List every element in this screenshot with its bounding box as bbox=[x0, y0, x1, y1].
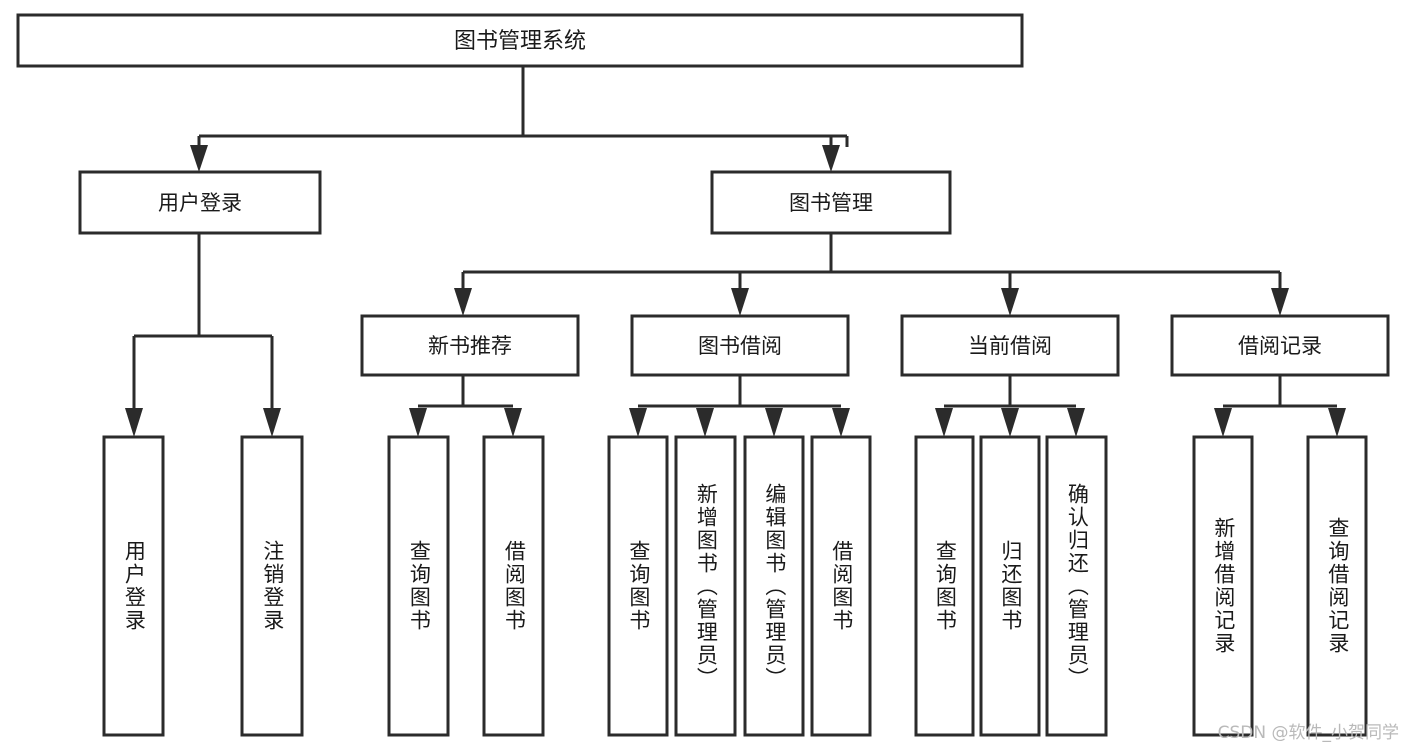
node-leaf-user-logout[interactable] bbox=[240, 435, 304, 737]
csdn-watermark: CSDN @软件_小贺同学 bbox=[1217, 723, 1399, 743]
node-user-login-label: 用户登录 bbox=[158, 191, 242, 215]
connector-root-to-level1 bbox=[190, 66, 849, 172]
connector-newbook-to-leaves bbox=[409, 375, 522, 437]
node-user-login[interactable]: 用户登录 bbox=[78, 170, 322, 235]
node-leaf-user-login[interactable] bbox=[102, 435, 165, 737]
node-leaf-confirm-return[interactable] bbox=[1045, 435, 1108, 737]
node-leaf-borrow-book[interactable] bbox=[810, 435, 872, 737]
node-borrow-record[interactable]: 借阅记录 bbox=[1170, 314, 1390, 377]
connector-bookborrow-to-leaves bbox=[629, 375, 850, 437]
node-new-book-recommend[interactable]: 新书推荐 bbox=[360, 314, 580, 377]
node-leaf-add-book[interactable] bbox=[674, 435, 737, 737]
node-leaf-query-borrow-record[interactable] bbox=[1306, 435, 1368, 737]
leaf-boxes bbox=[102, 435, 1368, 737]
node-book-borrow[interactable]: 图书借阅 bbox=[630, 314, 850, 377]
node-root-label: 图书管理系统 bbox=[454, 29, 586, 54]
node-leaf-query-book-cur[interactable] bbox=[914, 435, 975, 737]
node-new-book-recommend-label: 新书推荐 bbox=[428, 334, 512, 358]
node-leaf-query-book-borrow[interactable] bbox=[607, 435, 669, 737]
connector-bookmanage-to-level2 bbox=[454, 233, 1289, 316]
node-leaf-query-book-rec[interactable] bbox=[387, 435, 450, 737]
node-leaf-edit-book[interactable] bbox=[743, 435, 805, 737]
node-current-borrow-label: 当前借阅 bbox=[968, 334, 1052, 358]
node-root[interactable]: 图书管理系统 bbox=[16, 13, 1024, 68]
connector-borrowrecord-to-leaves bbox=[1214, 375, 1346, 437]
node-book-manage-label: 图书管理 bbox=[789, 191, 873, 215]
node-leaf-add-borrow-record[interactable] bbox=[1192, 435, 1254, 737]
node-current-borrow[interactable]: 当前借阅 bbox=[900, 314, 1120, 377]
node-book-manage[interactable]: 图书管理 bbox=[710, 170, 952, 235]
connector-userlogin-to-leaves bbox=[125, 233, 281, 437]
node-leaf-borrow-book-rec[interactable] bbox=[482, 435, 545, 737]
node-leaf-return-book[interactable] bbox=[979, 435, 1041, 737]
node-book-borrow-label: 图书借阅 bbox=[698, 334, 782, 358]
node-borrow-record-label: 借阅记录 bbox=[1238, 334, 1322, 358]
connector-currentborrow-to-leaves bbox=[935, 375, 1085, 437]
